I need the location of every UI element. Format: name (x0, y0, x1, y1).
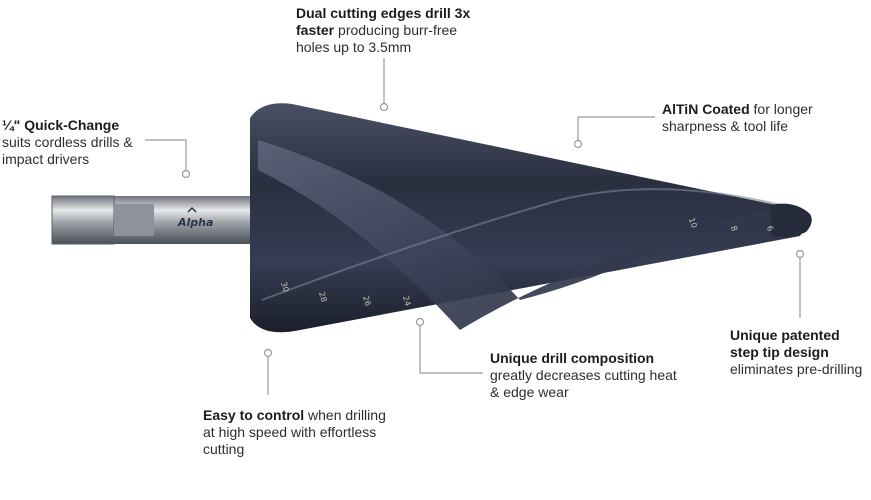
callout-heading: Easy to control (203, 407, 305, 423)
callout-body: eliminates pre-drilling (730, 361, 863, 377)
step-marking: 10 (687, 217, 699, 230)
callout-heading: Unique drill composition (490, 350, 655, 366)
step-marking: 8 (729, 225, 739, 233)
step-drill-body (250, 103, 812, 333)
callout-drill-composition: Unique drill composition greatly decreas… (490, 350, 680, 401)
callout-quick-change-shank: ¼" Quick-Change suits cordless drills & … (2, 117, 152, 168)
brand-logo-text: Alpha (177, 216, 213, 229)
callout-step-tip-design: Unique patented step tip design eliminat… (730, 327, 870, 378)
step-marking: 24 (401, 295, 412, 307)
callout-leader-lines (145, 58, 805, 395)
hex-shank: Alpha (51, 195, 252, 245)
callout-dual-cutting-edges: Dual cutting edges drill 3x faster produ… (296, 5, 486, 56)
callout-altin-coated: AlTiN Coated for longer sharpness & tool… (662, 101, 832, 135)
step-size-markings: 30 28 26 24 10 8 6 (279, 217, 775, 307)
step-marking: 26 (361, 295, 372, 307)
step-marking: 30 (279, 281, 290, 293)
callout-easy-to-control: Easy to control when drilling at high sp… (203, 407, 393, 458)
callout-heading: Dual cutting edges drill 3x faster (296, 5, 471, 38)
callout-heading: Unique patented step tip design (730, 327, 840, 360)
callout-body: suits cordless drills & impact drivers (2, 134, 133, 167)
callout-body: when drilling at high speed with effortl… (203, 407, 386, 457)
step-marking: 6 (765, 225, 775, 233)
step-marking: 28 (317, 291, 328, 303)
callout-heading: ¼" Quick-Change (2, 117, 120, 133)
callout-heading: AlTiN Coated (662, 101, 750, 117)
callout-body: producing burr-free holes up to 3.5mm (296, 22, 458, 55)
callout-body: for longer sharpness & tool life (662, 101, 813, 134)
callout-body: greatly decreases cutting heat & edge we… (490, 367, 677, 400)
